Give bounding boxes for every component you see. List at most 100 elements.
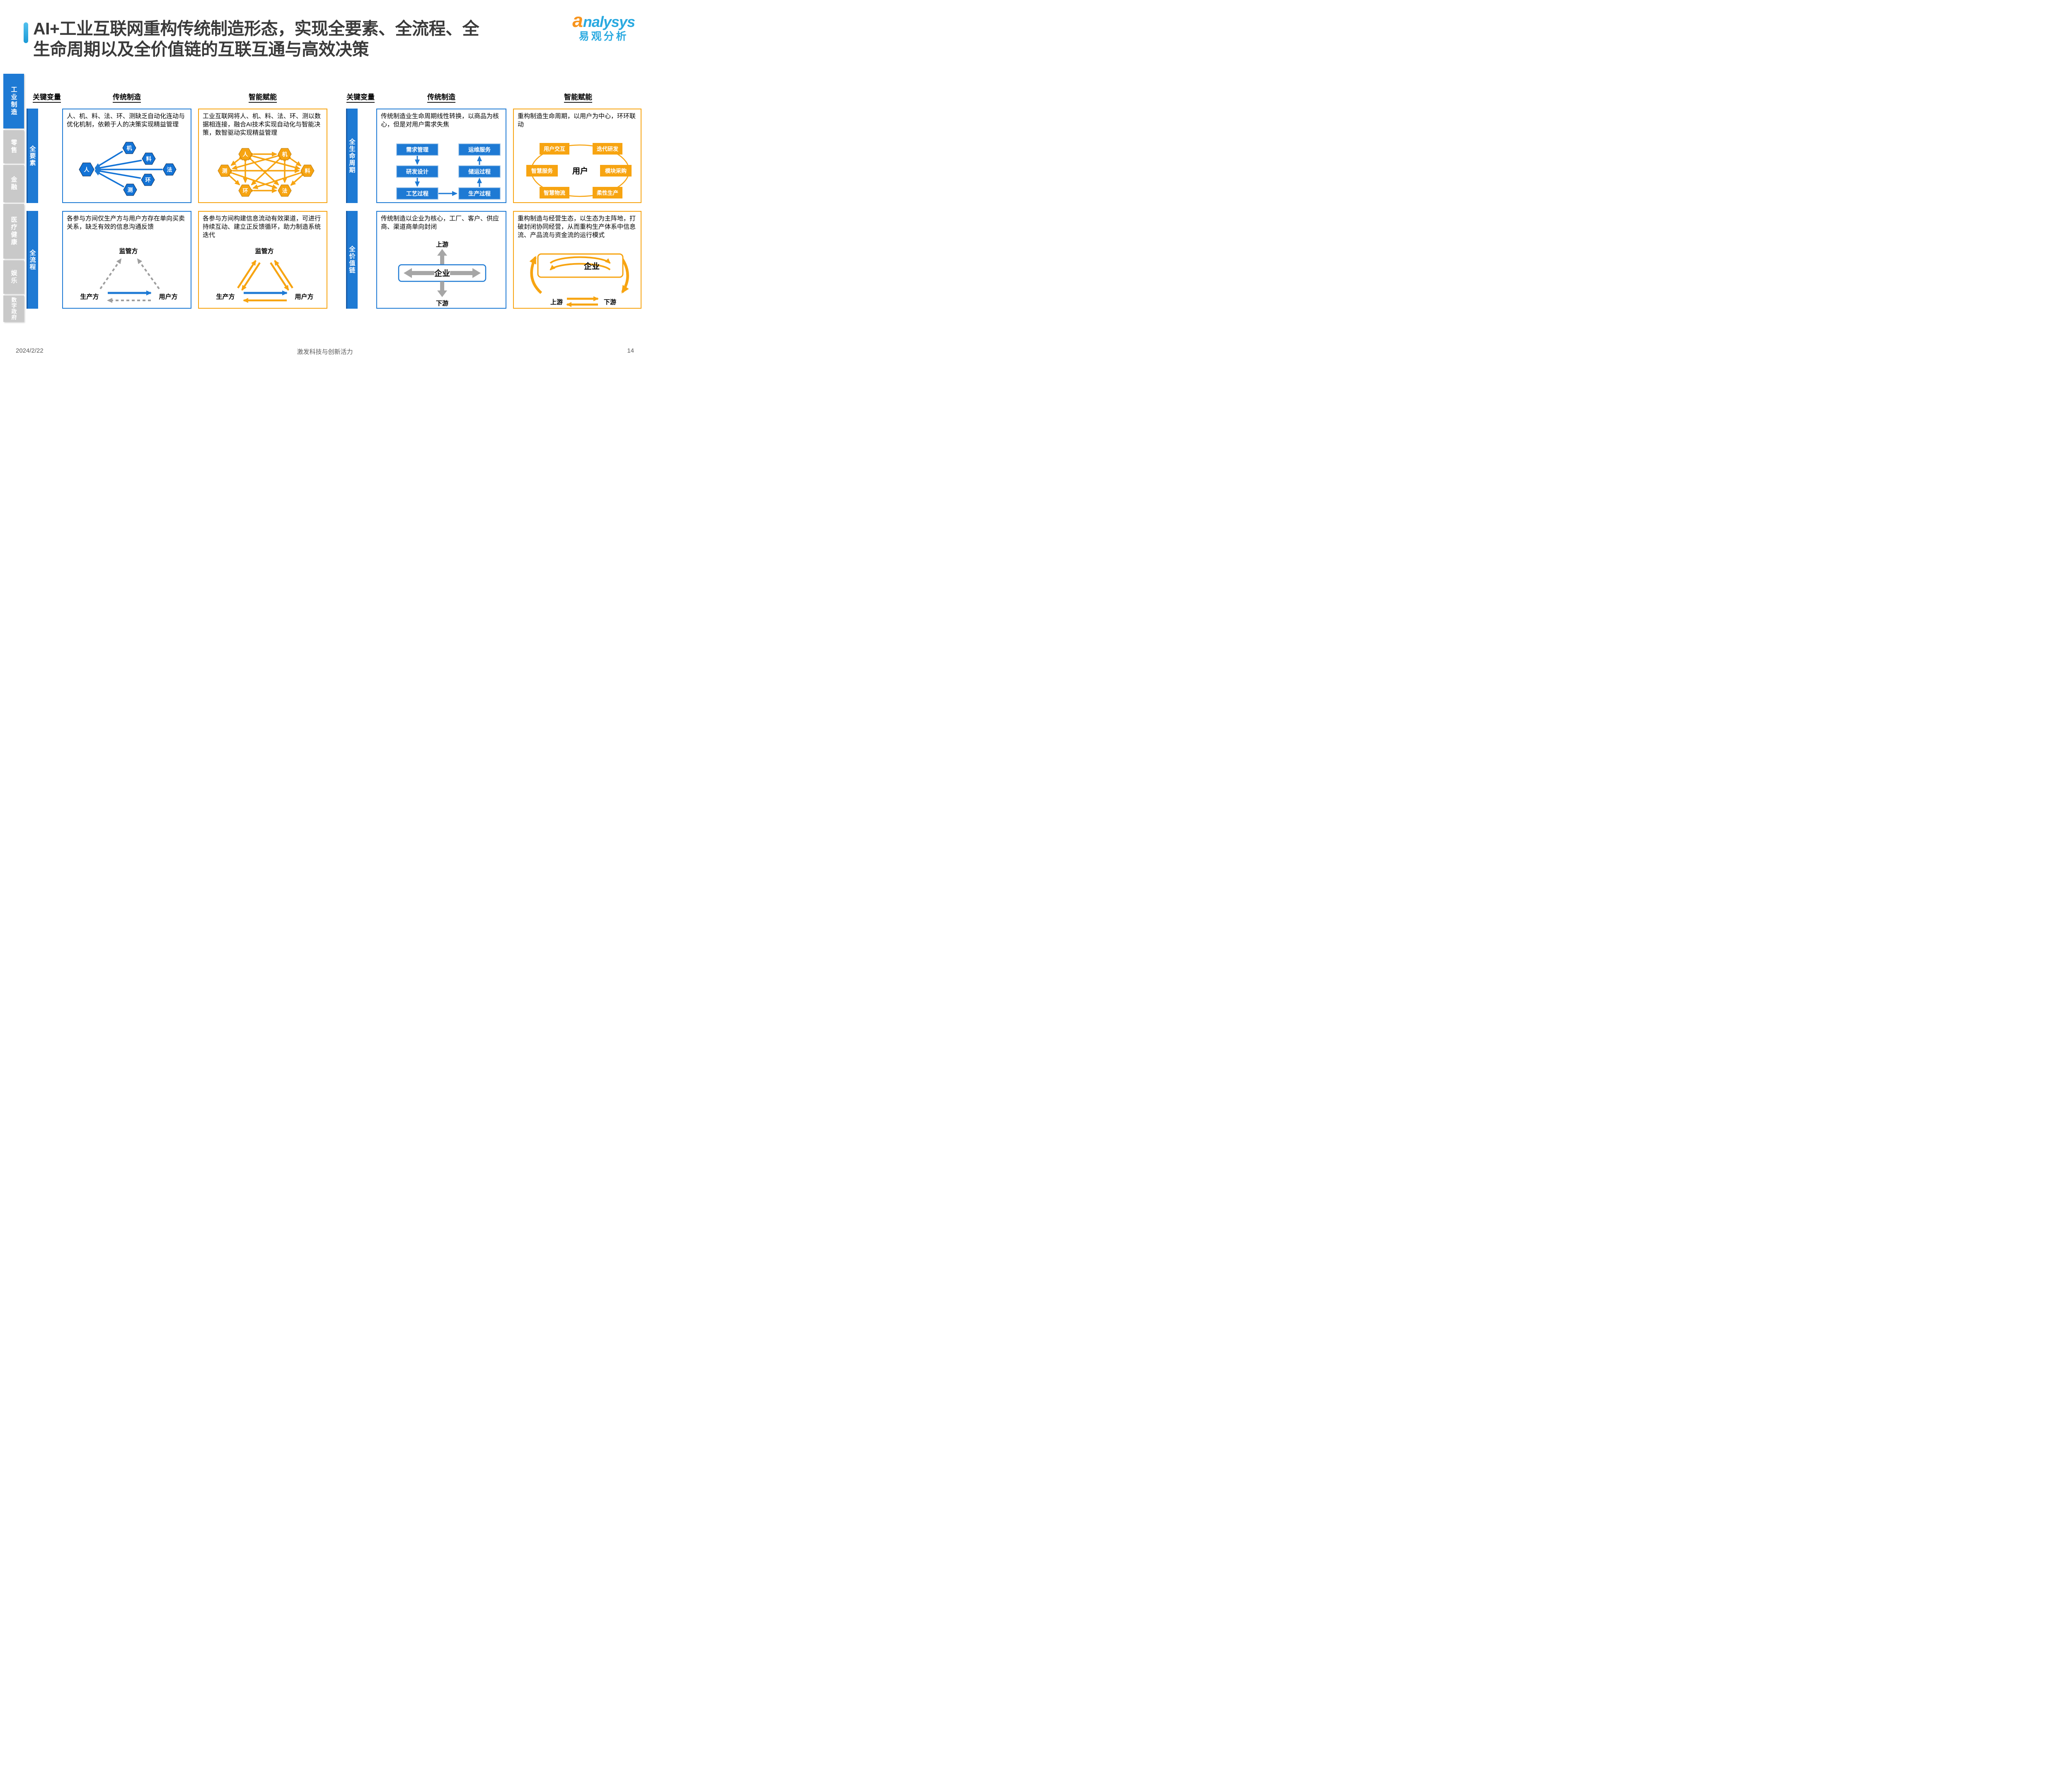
producer-label: 生产方: [216, 293, 235, 300]
header-key-variable-right: 关键变量: [338, 91, 383, 103]
sidebar-tab-healthcare[interactable]: 医疗健康: [3, 204, 24, 259]
upstream-label: 上游: [436, 241, 448, 248]
node-label: 智慧物流: [544, 190, 565, 196]
user-label: 用户方: [295, 293, 313, 300]
box-text: 重构制造与经营生态，以生态为主阵地，打破封闭协同经营，从而重构生产体系中信息流、…: [518, 215, 636, 239]
title-line-2: 生命周期以及全价值链的互联互通与高效决策: [33, 40, 369, 59]
box-text: 各参与方间构建信息流动有效渠道，可进行持续互动、建立正反馈循环，助力制造系统迭代: [203, 215, 321, 239]
hex-label: 料: [305, 168, 310, 174]
sidebar-tab-finance[interactable]: 金融: [3, 165, 24, 202]
node-label: 迭代研发: [597, 146, 619, 152]
process-triangle-diagram: 监管方 生产方 用户方: [80, 247, 178, 303]
hex-label: 机: [282, 151, 287, 157]
enterprise-label: 企业: [583, 261, 600, 271]
step-label: 研发设计: [406, 168, 428, 175]
node-label: 用户交互: [543, 146, 565, 152]
box-factors-traditional: 人、机、料、法、环、测缺乏自动化连动与优化机制，依赖于人的决策实现精益管理 人 …: [62, 109, 191, 203]
tab-label: 零售: [10, 139, 17, 154]
header-traditional-right: 传统制造: [419, 91, 464, 103]
footer-page-number: 14: [627, 347, 634, 354]
lifecycle-user-centric-diagram: 用户交互 迭代研发 智慧服务 模块采购 智慧物流 柔性生产 用户: [526, 143, 632, 198]
factors-mesh-diagram: 人 机 测 料 环 法: [218, 148, 315, 197]
sidebar-tab-retail[interactable]: 零售: [3, 130, 24, 163]
box-process-traditional: 各参与方间仅生产方与用户方存在单向买卖关系，缺乏有效的信息沟通反馈 监管方 生产…: [62, 211, 191, 309]
step-label: 工艺过程: [406, 190, 428, 197]
user-label: 用户方: [159, 293, 177, 300]
double-channel-arrows: [237, 260, 293, 303]
rowbar-full-lifecycle: 全生命周期: [346, 109, 358, 203]
box-text: 人、机、料、法、环、测缺乏自动化连动与优化机制，依赖于人的决策实现精益管理: [67, 113, 185, 128]
right-arrow: [450, 268, 481, 278]
tab-label: 娱乐: [10, 269, 17, 285]
page-title: AI+工业互联网重构传统制造形态，实现全要素、全流程、全 生命周期以及全价值链的…: [33, 18, 564, 60]
sidebar-tab-digital-gov[interactable]: 数字政府: [3, 295, 24, 322]
title-accent-bar: [24, 22, 28, 43]
hex-label: 测: [127, 187, 133, 193]
header-traditional-left: 传统制造: [104, 91, 150, 103]
footer-slogan: 激发科技与创新活力: [297, 348, 353, 356]
box-lifecycle-traditional: 传统制造业生命周期线性转换，以商品为核心，但是对用户需求失焦 需求管理 研发设计…: [376, 109, 506, 203]
rowbar-all-factors: 全要素: [27, 109, 38, 203]
box-text: 各参与方间仅生产方与用户方存在单向买卖关系，缺乏有效的信息沟通反馈: [67, 215, 185, 230]
header-smart-right: 智能赋能: [555, 91, 601, 103]
down-arrow: [437, 281, 447, 297]
hex-label: 法: [282, 188, 287, 194]
up-arrow: [437, 249, 447, 265]
value-cross-diagram: 上游 企业 下游: [398, 241, 487, 307]
hex-label: 测: [222, 168, 227, 174]
box-process-smart: 各参与方间构建信息流动有效渠道，可进行持续互动、建立正反馈循环，助力制造系统迭代…: [198, 211, 327, 309]
box-value-traditional: 传统制造以企业为核心，工厂、客户、供应商、渠道商单向封闭 上游 企业 下游: [376, 211, 506, 309]
hex-label: 环: [242, 188, 248, 194]
analysys-logo: analysys 易观分析: [572, 11, 635, 42]
box-lifecycle-smart: 重构制造生命周期，以用户为中心，环环联动 用户交互 迭代研发 智慧服务 模块采购…: [513, 109, 641, 203]
header-smart-left: 智能赋能: [240, 91, 286, 103]
node-label: 柔性生产: [596, 190, 618, 196]
node-label: 智慧服务: [531, 168, 553, 174]
upstream-label: 上游: [550, 298, 563, 306]
converging-arrows: [94, 150, 162, 188]
hex-label: 人: [242, 151, 248, 157]
box-text: 重构制造生命周期，以用户为中心，环环联动: [518, 113, 636, 128]
rowbar-value-chain: 全价值链: [346, 211, 358, 309]
sidebar-tab-industry[interactable]: 工业制造: [3, 74, 24, 128]
left-arrow: [404, 268, 434, 278]
box-factors-smart: 工业互联网将人、机、料、法、环、测以数据相连接，融合AI技术实现自动化与智能决策…: [198, 109, 327, 203]
center-user-label: 用户: [572, 166, 588, 176]
mesh-double-arrows: [225, 152, 307, 193]
box-text: 传统制造业生命周期线性转换，以商品为核心，但是对用户需求失焦: [381, 113, 499, 128]
node-label: 模块采购: [605, 168, 627, 174]
box-text: 工业互联网将人、机、料、法、环、测以数据相连接，融合AI技术实现自动化与智能决策…: [203, 113, 321, 136]
step-label: 需求管理: [406, 146, 428, 153]
slide: AI+工业互联网重构传统制造形态，实现全要素、全流程、全 生命周期以及全价值链的…: [0, 0, 650, 365]
flow-steps: 需求管理 研发设计 工艺过程 运维服务 储运过程 生产过程: [396, 143, 501, 200]
dashed-feedback-arrows: [99, 258, 160, 303]
tab-label: 金融: [10, 176, 17, 191]
inner-cycle-bottom-arc: [549, 263, 611, 271]
tab-label: 数字政府: [10, 297, 17, 320]
downstream-label: 下游: [436, 300, 448, 307]
hex-label: 法: [167, 167, 172, 173]
hexagon-nodes: 人 机 料 法 环 测: [79, 142, 177, 196]
inner-cycle-top-arc: [549, 256, 611, 264]
lifecycle-flow-diagram: 需求管理 研发设计 工艺过程 运维服务 储运过程 生产过程: [396, 143, 501, 200]
factors-star-diagram: 人 机 料 法 环 测: [79, 142, 177, 196]
step-label: 储运过程: [468, 168, 491, 175]
outer-cycle-left-arrow: [529, 256, 542, 294]
tab-label: 工业制造: [10, 86, 17, 116]
title-line-1: AI+工业互联网重构传统制造形态，实现全要素、全流程、全: [33, 19, 479, 38]
producer-label: 生产方: [80, 293, 99, 300]
step-label: 运维服务: [468, 146, 491, 153]
downstream-label: 下游: [604, 298, 616, 306]
footer-date: 2024/2/22: [16, 347, 44, 354]
sidebar-tab-entertainment[interactable]: 娱乐: [3, 260, 24, 294]
value-ecosystem-diagram: 企业 上游 下游: [529, 253, 629, 307]
hex-label: 料: [146, 156, 151, 162]
logo-wordmark: analysys: [572, 11, 635, 30]
step-label: 生产过程: [468, 190, 491, 197]
flow-arrows: [415, 156, 482, 196]
process-feedback-triangle-diagram: 监管方 生产方 用户方: [216, 247, 314, 303]
hex-label: 人: [84, 167, 90, 173]
tab-label: 医疗健康: [10, 216, 17, 246]
box-value-smart: 重构制造与经营生态，以生态为主阵地，打破封闭协同经营，从而重构生产体系中信息流、…: [513, 211, 641, 309]
enterprise-label: 企业: [434, 268, 450, 278]
